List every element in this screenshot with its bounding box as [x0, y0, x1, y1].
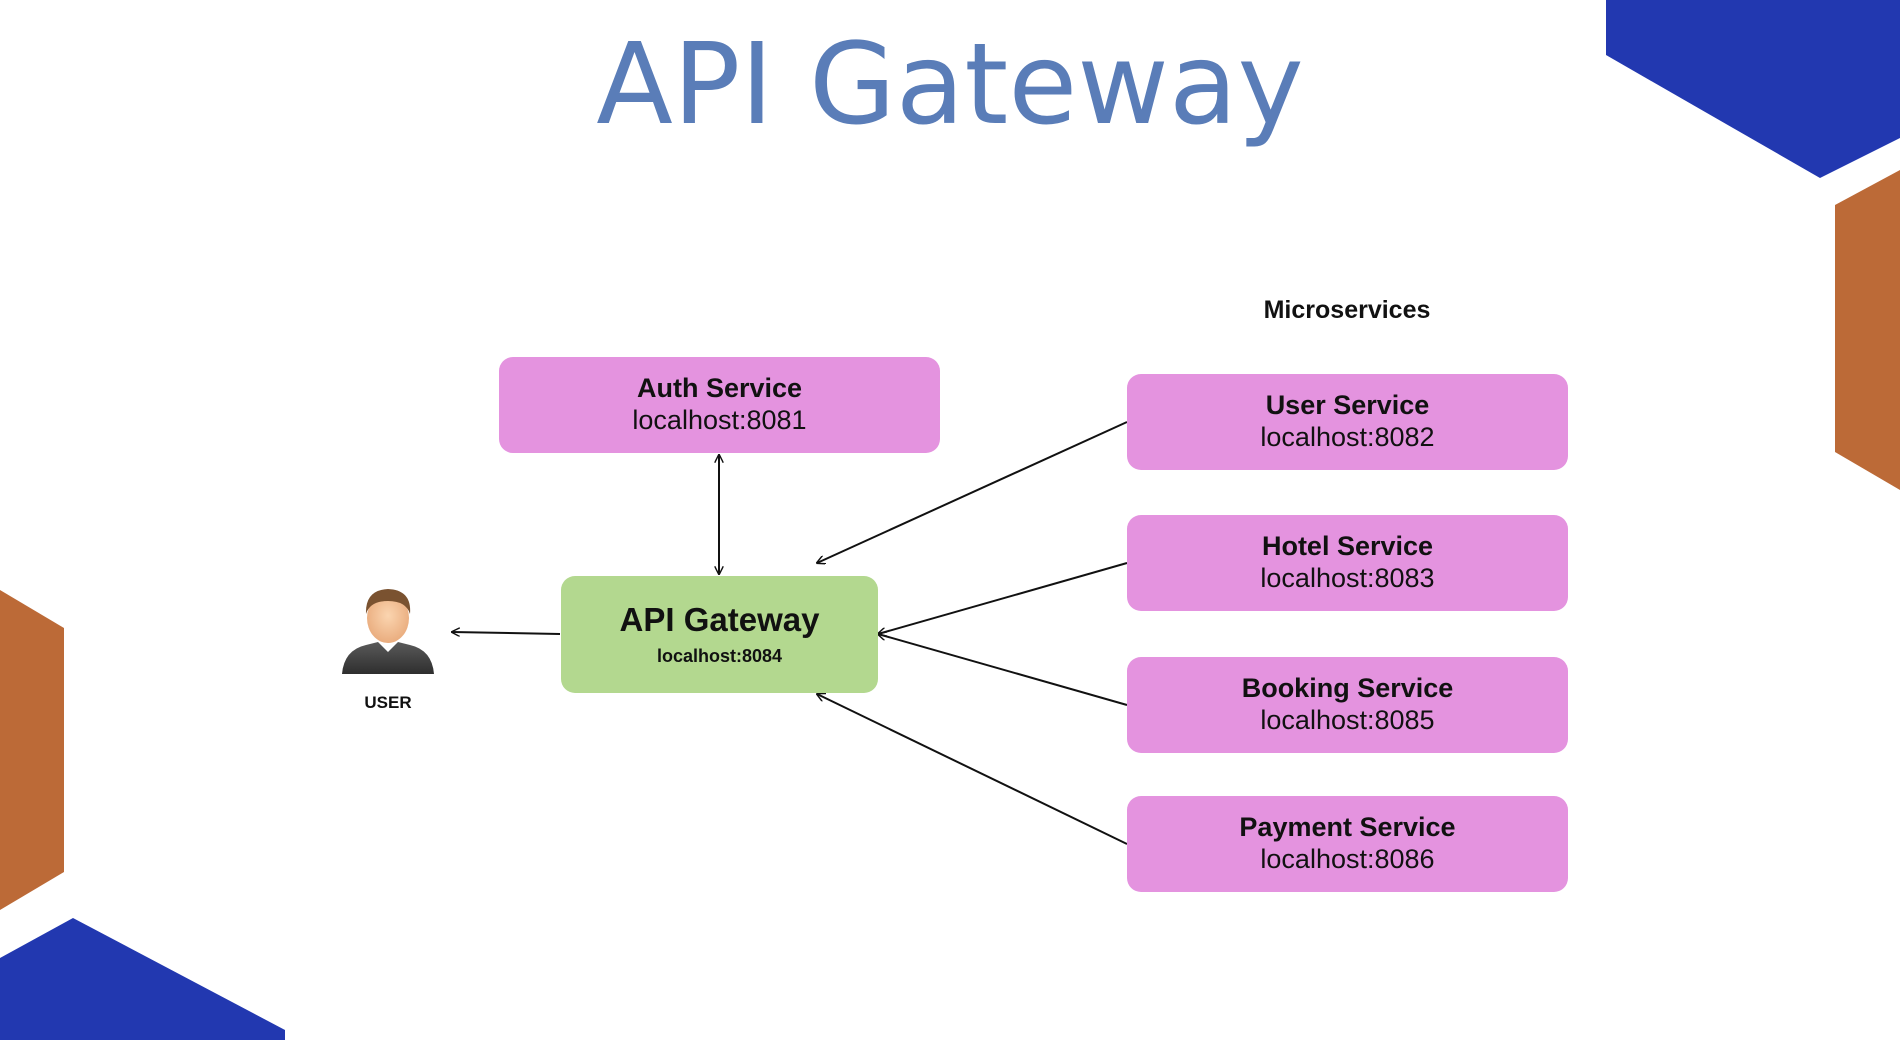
microservices-heading: Microservices	[1263, 296, 1431, 324]
page-title: API Gateway	[596, 20, 1304, 150]
user-service-box: User Service localhost:8082	[1127, 374, 1568, 470]
user-service-name: User Service	[1265, 389, 1430, 420]
gateway-host: localhost:8084	[656, 645, 783, 666]
left-orange-hexagon	[0, 590, 64, 910]
bottom-left-blue-hexagon	[0, 918, 285, 1040]
auth-service-name: Auth Service	[636, 372, 803, 403]
api-gateway-box: API Gateway localhost:8084	[561, 576, 878, 693]
auth-service-box: Auth Service localhost:8081	[499, 357, 940, 453]
payment-service-host: localhost:8086	[1260, 844, 1435, 875]
booking-service-box: Booking Service localhost:8085	[1127, 657, 1568, 753]
auth-service-host: localhost:8081	[632, 405, 807, 436]
booking-service-host: localhost:8085	[1260, 705, 1435, 736]
right-orange-hexagon	[1835, 170, 1900, 490]
user-avatar-icon	[342, 589, 434, 674]
top-right-blue-hexagon	[1606, 0, 1900, 178]
user-label: USER	[364, 693, 412, 712]
user-service-host: localhost:8082	[1260, 422, 1435, 453]
booking-service-name: Booking Service	[1241, 672, 1454, 703]
hotel-service-host: localhost:8083	[1260, 563, 1435, 594]
hotel-service-name: Hotel Service	[1261, 530, 1434, 561]
payment-service-name: Payment Service	[1239, 811, 1456, 842]
payment-service-box: Payment Service localhost:8086	[1127, 796, 1568, 892]
gateway-name: API Gateway	[619, 601, 820, 639]
hotel-service-box: Hotel Service localhost:8083	[1127, 515, 1568, 611]
